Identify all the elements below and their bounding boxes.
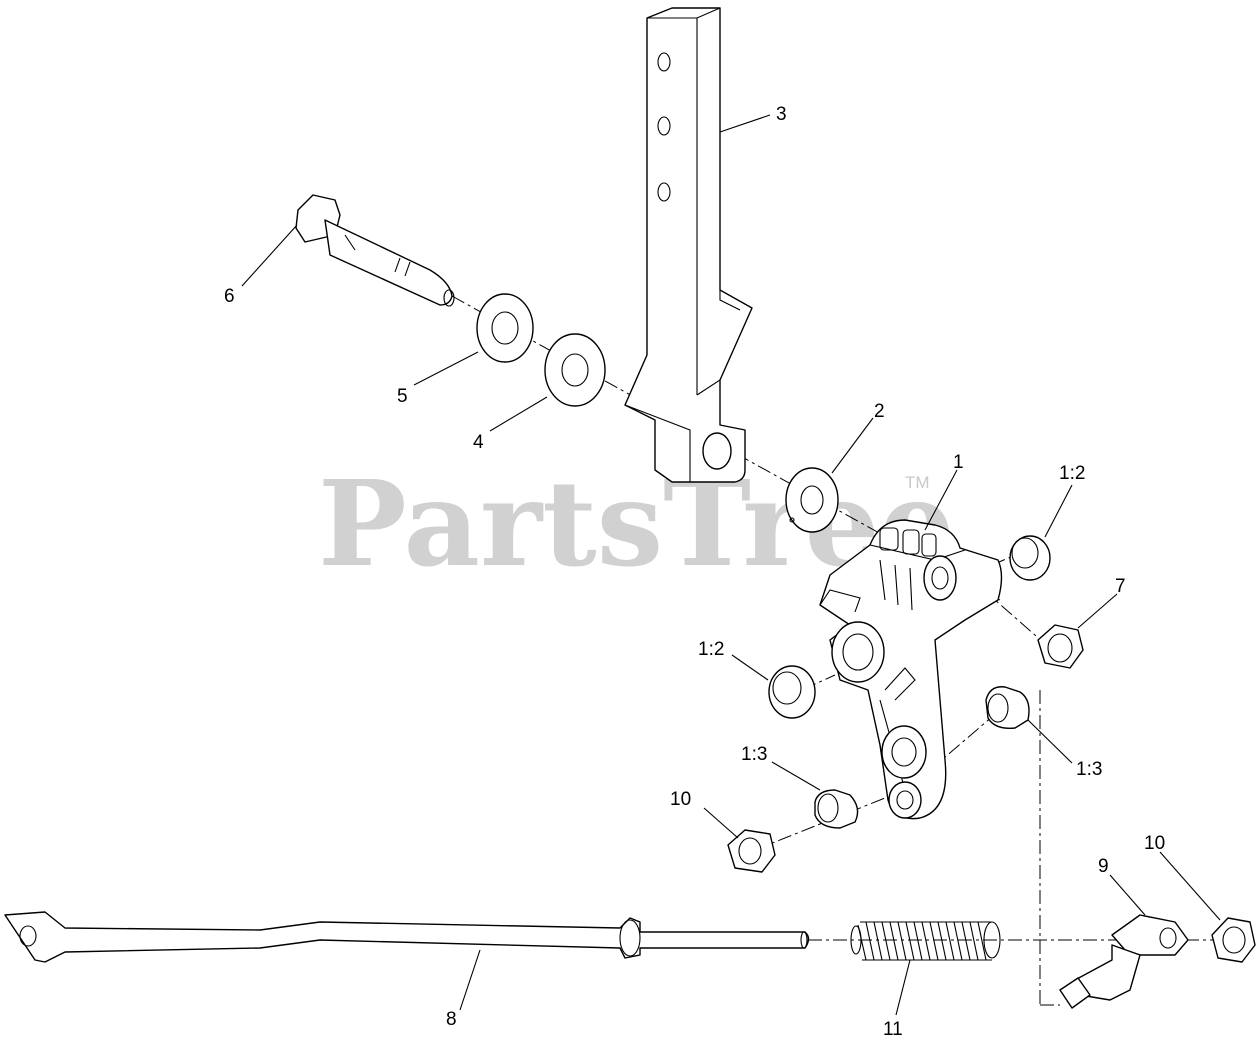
callout-10-left: 10 — [670, 789, 691, 810]
callout-3: 3 — [776, 104, 787, 125]
callout-1-3-right: 1:3 — [1076, 759, 1102, 780]
callout-10-right: 10 — [1144, 833, 1165, 854]
watermark-trademark: TM — [905, 473, 930, 492]
washer-part-2[interactable] — [785, 467, 839, 533]
callout-2: 2 — [874, 401, 885, 422]
callout-labels: 3 6 5 4 2 1 1:2 7 1:2 1:3 1:3 10 10 9 8 … — [224, 104, 1165, 1040]
callout-1-2-lower: 1:2 — [698, 639, 724, 660]
flange-nut-part-10-left[interactable] — [727, 829, 776, 873]
callout-5: 5 — [397, 386, 408, 407]
bushing-part-1-3-left[interactable] — [814, 789, 859, 829]
swivel-part-9[interactable] — [1059, 914, 1189, 1009]
bushing-part-1-2-upper[interactable] — [1009, 535, 1051, 581]
spring-part-11[interactable] — [850, 921, 1001, 961]
flange-nut-part-7[interactable] — [1037, 624, 1084, 669]
washer-part-4[interactable] — [544, 333, 606, 407]
callout-11: 11 — [883, 1019, 903, 1040]
bushing-part-1-2-lower[interactable] — [768, 665, 816, 719]
washer-part-5[interactable] — [476, 293, 534, 363]
lever-arm-part-3[interactable] — [624, 7, 753, 483]
callout-7: 7 — [1115, 576, 1126, 597]
callout-1-2-upper: 1:2 — [1059, 463, 1085, 484]
callout-9: 9 — [1098, 856, 1109, 877]
callout-1-3-left: 1:3 — [741, 744, 767, 765]
bushing-part-1-3-right[interactable] — [985, 686, 1030, 729]
callout-1: 1 — [953, 452, 964, 473]
pivot-bracket-part-1[interactable] — [819, 519, 1003, 820]
leader-lines — [241, 114, 1221, 1016]
flange-nut-part-10-right[interactable] — [1211, 917, 1256, 963]
callout-6: 6 — [224, 286, 235, 307]
callout-8: 8 — [446, 1009, 457, 1030]
shoulder-bolt-part-6[interactable] — [295, 194, 455, 307]
callout-4: 4 — [473, 432, 484, 453]
control-rod-part-8[interactable] — [4, 911, 810, 963]
